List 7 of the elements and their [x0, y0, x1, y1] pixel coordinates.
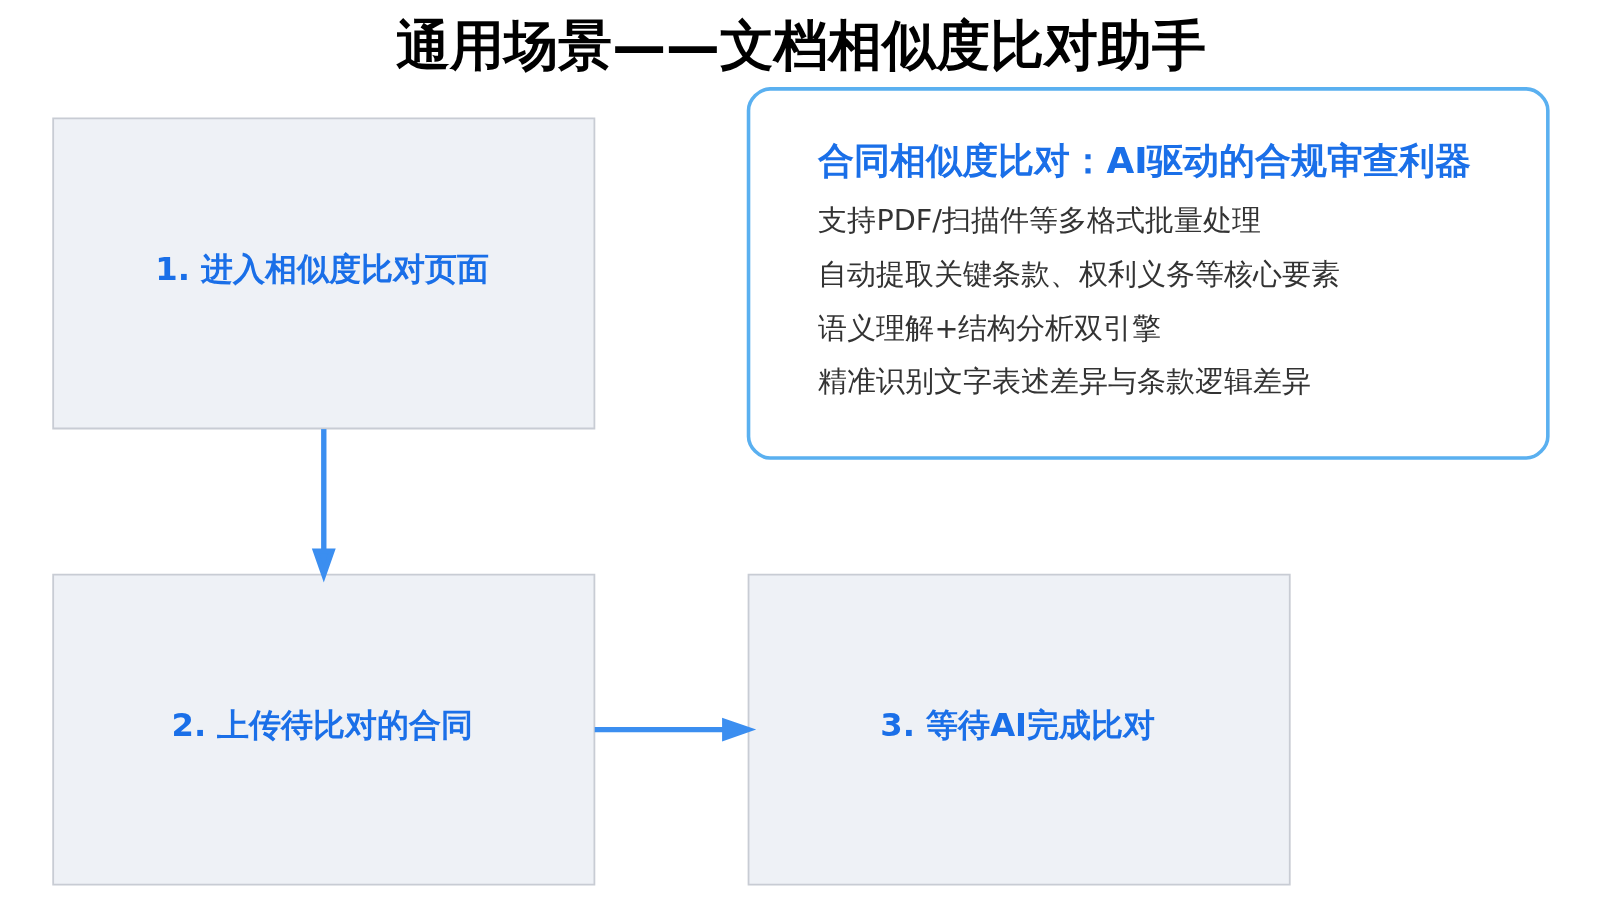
- arrow: [594, 717, 756, 742]
- node-box: 合同相似度比对：AI驱动的合规审查利器 支持PDF/扫描件等多格式批量处理 自动提取关键条款、权利义务等核心要素 语义理解+结构分析双引擎 精准识别文字表述差异与条款逻辑差异: [746, 87, 1550, 460]
- arrow: [311, 429, 336, 583]
- node-box: 3. 等待AI完成比对: [747, 573, 1291, 886]
- node-box: 2. 上传待比对的合同: [51, 573, 595, 886]
- diagram-title: 通用场景——文档相似度比对助手: [395, 13, 1206, 77]
- node-box: 1. 进入相似度比对页面: [51, 117, 595, 430]
